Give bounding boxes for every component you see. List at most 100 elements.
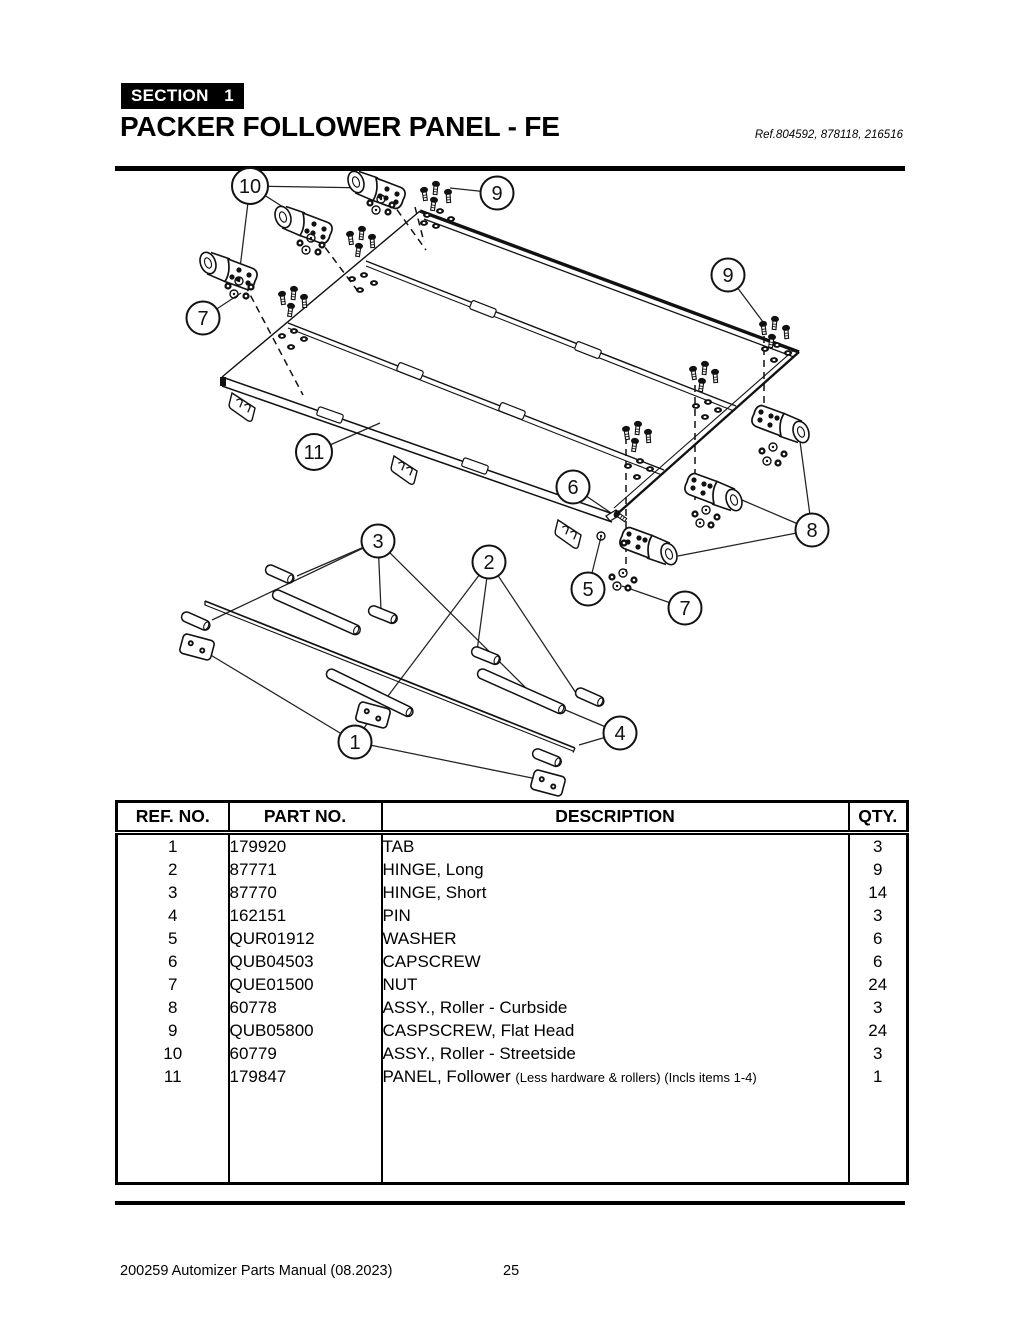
callout-11: 11 [295, 433, 333, 471]
svg-text:4: 4 [614, 723, 625, 745]
col-header-part-no: PART NO. [227, 801, 382, 835]
cell-desc: NUT [380, 973, 849, 996]
table-header-row: REF. NO. PART NO. DESCRIPTION QTY. [116, 801, 908, 835]
reference-numbers: Ref.804592, 878118, 216516 [754, 129, 903, 141]
svg-text:9: 9 [722, 265, 733, 287]
svg-text:10: 10 [239, 176, 261, 198]
cell-ref: 6 [168, 952, 178, 971]
cell-qty: 3 [847, 904, 908, 927]
cell-part: QUB04503 [227, 950, 382, 973]
cell-ref: 4 [168, 906, 178, 925]
table-row: 11 179847 PANEL, Follower (Less hardware… [117, 1065, 908, 1089]
cell-ref: 7 [168, 975, 178, 994]
tab-group [178, 632, 567, 798]
section-badge: SECTION 1 [121, 83, 244, 109]
pin-rail [204, 600, 576, 753]
cell-desc: HINGE, Short [380, 881, 849, 904]
cell-qty: 24 [847, 1019, 908, 1042]
cell-ref: 3 [168, 883, 178, 902]
cell-ref: 1 [168, 837, 178, 856]
panel-holes [278, 208, 792, 480]
callout-5: 5 [570, 571, 606, 607]
cell-ref: 2 [168, 860, 178, 879]
col-header-ref-no: REF. NO. [116, 801, 229, 835]
cell-part: QUR01912 [227, 927, 382, 950]
svg-text:3: 3 [372, 531, 383, 553]
cell-desc: ASSY., Roller - Streetside [380, 1042, 849, 1065]
table-row: 7 QUE01500 NUT 24 [117, 973, 908, 996]
cell-desc-main: PANEL, Follower [382, 1067, 511, 1086]
callout-2: 2 [471, 544, 507, 580]
footer-manual-info: 200259 Automizer Parts Manual (08.2023) [120, 1263, 393, 1279]
svg-text:7: 7 [197, 308, 208, 330]
callout-6: 6 [555, 469, 591, 505]
hinge-long-group [270, 587, 568, 719]
table-row: 3 87770 HINGE, Short 14 [117, 881, 908, 904]
cell-part: 87771 [227, 858, 382, 881]
cell-part: QUE01500 [227, 973, 382, 996]
table-row: 4 162151 PIN 3 [117, 904, 908, 927]
section-number: 1 [224, 86, 234, 105]
cell-qty: 6 [847, 950, 908, 973]
parts-table: REF. NO. PART NO. DESCRIPTION QTY. 1 179… [115, 800, 909, 1185]
cell-desc-note: (Less hardware & rollers) (Incls items 1… [515, 1070, 757, 1085]
svg-text:8: 8 [806, 520, 817, 542]
cell-ref: 11 [163, 1067, 182, 1086]
callout-3: 3 [360, 523, 396, 559]
cell-part: 87770 [227, 881, 382, 904]
cell-qty: 3 [847, 1042, 908, 1065]
callouts: 10 9 9 7 11 6 8 3 2 5 7 1 [185, 167, 830, 760]
col-header-description: DESCRIPTION [380, 801, 849, 835]
cell-desc: WASHER [380, 927, 849, 950]
cell-qty: 6 [847, 927, 908, 950]
header-rule [115, 166, 905, 171]
page-title: PACKER FOLLOWER PANEL - FE [120, 111, 560, 142]
col-header-qty: QTY. [847, 801, 908, 835]
callout-8: 8 [794, 512, 830, 548]
cell-desc: TAB [380, 832, 849, 858]
svg-text:6: 6 [567, 477, 578, 499]
cell-desc: HINGE, Long [380, 858, 849, 881]
svg-text:9: 9 [491, 183, 502, 205]
cell-qty: 14 [847, 881, 908, 904]
footer-rule [115, 1201, 905, 1205]
cell-ref: 5 [168, 929, 178, 948]
cell-part: 60779 [227, 1042, 382, 1065]
callout-9-top: 9 [479, 175, 515, 211]
cell-ref: 9 [168, 1021, 178, 1040]
svg-text:2: 2 [483, 552, 494, 574]
table-row: 8 60778 ASSY., Roller - Curbside 3 [117, 996, 908, 1019]
cell-desc: CAPSCREW [380, 950, 849, 973]
callout-4: 4 [602, 715, 638, 751]
cell-qty: 3 [847, 832, 908, 858]
cell-ref: 10 [163, 1044, 183, 1063]
panel-clips [225, 392, 584, 550]
follower-panel [220, 209, 800, 523]
footer-page-number: 25 [503, 1263, 520, 1279]
cell-part: 60778 [227, 996, 382, 1019]
hinge-knuckles [316, 300, 602, 475]
capscrew-flathead-group [277, 180, 792, 453]
hinge-short-group [179, 562, 607, 769]
callout-7-lower: 7 [667, 590, 703, 626]
svg-text:7: 7 [679, 598, 690, 620]
cell-qty: 1 [847, 1065, 908, 1089]
section-label: SECTION [131, 86, 209, 105]
callout-9-right: 9 [710, 257, 746, 293]
cell-part: 179920 [227, 832, 382, 858]
cell-desc: ASSY., Roller - Curbside [380, 996, 849, 1019]
table-row: 9 QUB05800 CASPSCREW, Flat Head 24 [117, 1019, 908, 1042]
cell-ref: 8 [168, 998, 178, 1017]
callout-7-upper: 7 [185, 300, 221, 336]
cell-part: QUB05800 [227, 1019, 382, 1042]
cell-desc: CASPSCREW, Flat Head [380, 1019, 849, 1042]
table-row: 5 QUR01912 WASHER 6 [117, 927, 908, 950]
cell-qty: 24 [847, 973, 908, 996]
svg-text:1: 1 [349, 732, 360, 754]
svg-text:11: 11 [304, 442, 325, 464]
cell-qty: 3 [847, 996, 908, 1019]
callout-10: 10 [231, 167, 269, 205]
cell-part: 179847 [227, 1065, 382, 1089]
